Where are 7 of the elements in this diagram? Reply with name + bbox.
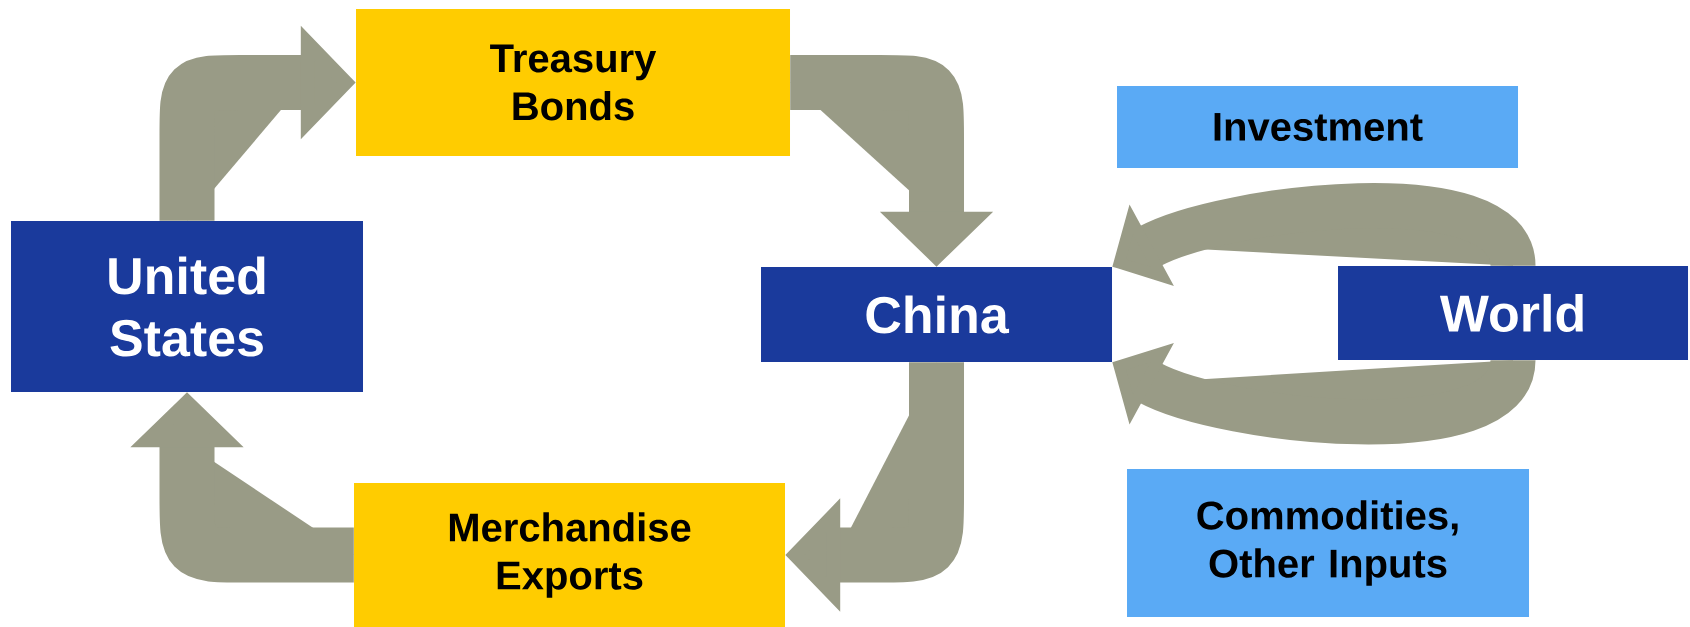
- region-box: United States: [11, 221, 363, 392]
- region-box: World: [1338, 266, 1688, 360]
- label-box: Investment: [1117, 86, 1518, 168]
- label-box: Treasury Bonds: [356, 9, 790, 156]
- label-box: Commodities, Other Inputs: [1127, 469, 1529, 617]
- label-box: Merchandise Exports: [354, 483, 785, 627]
- region-box: China: [761, 267, 1112, 362]
